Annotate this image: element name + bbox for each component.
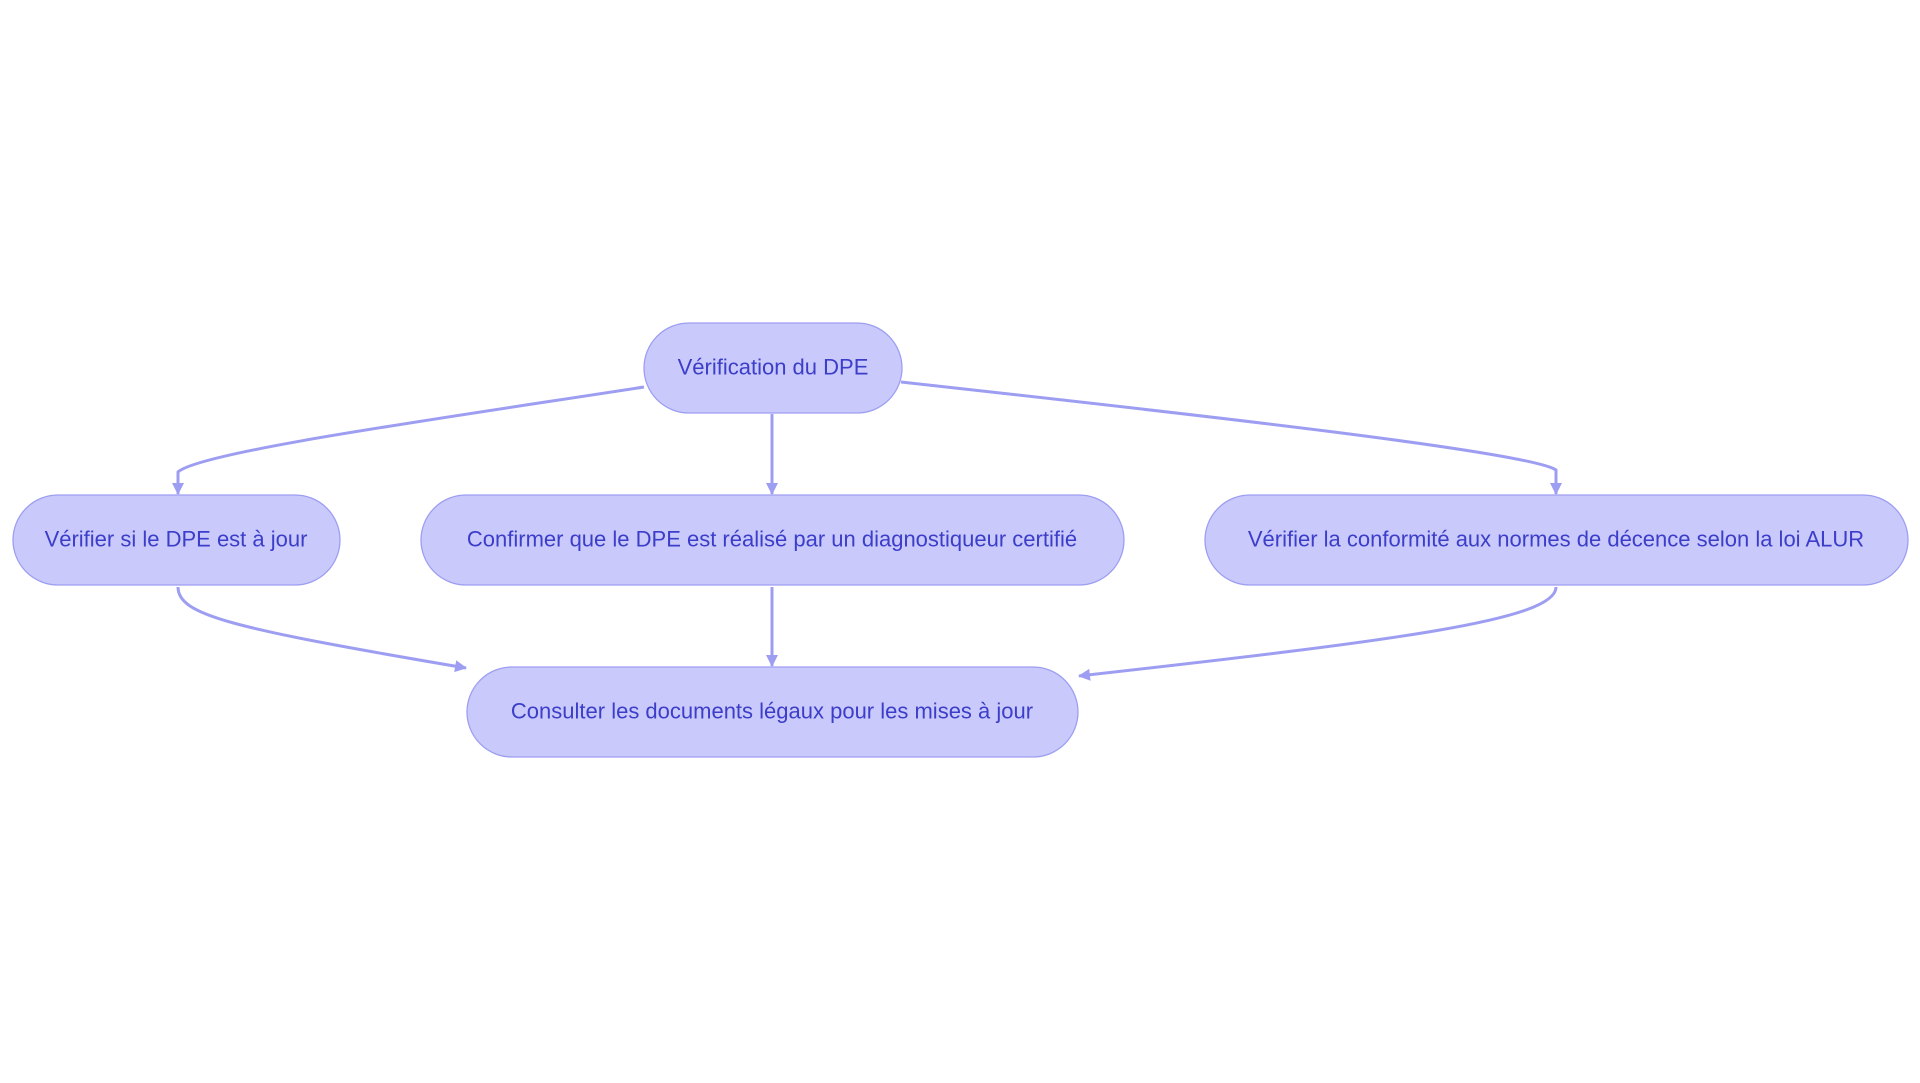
node-label-root: Vérification du DPE [678, 355, 869, 380]
node-label-confirm-certified: Confirmer que le DPE est réalisé par un … [467, 527, 1077, 552]
node-consult-docs[interactable]: Consulter les documents légaux pour les … [466, 666, 1079, 758]
node-check-up-to-date[interactable]: Vérifier si le DPE est à jour [12, 494, 341, 586]
edge-check-up-to-date-to-consult-docs [176, 586, 467, 673]
edge-root-to-check-alur [900, 380, 1562, 495]
edges [172, 380, 1562, 681]
edge-check-alur-to-consult-docs [1078, 586, 1558, 681]
node-label-check-alur: Vérifier la conformité aux normes de déc… [1248, 527, 1864, 552]
nodes: Vérification du DPE Vérifier si le DPE e… [12, 322, 1909, 758]
node-label-consult-docs: Consulter les documents légaux pour les … [511, 699, 1033, 724]
node-label-check-up-to-date: Vérifier si le DPE est à jour [45, 527, 308, 552]
node-root[interactable]: Vérification du DPE [643, 322, 903, 414]
edge-root-to-check-up-to-date [172, 385, 645, 495]
node-confirm-certified[interactable]: Confirmer que le DPE est réalisé par un … [420, 494, 1125, 586]
node-check-alur[interactable]: Vérifier la conformité aux normes de déc… [1204, 494, 1909, 586]
